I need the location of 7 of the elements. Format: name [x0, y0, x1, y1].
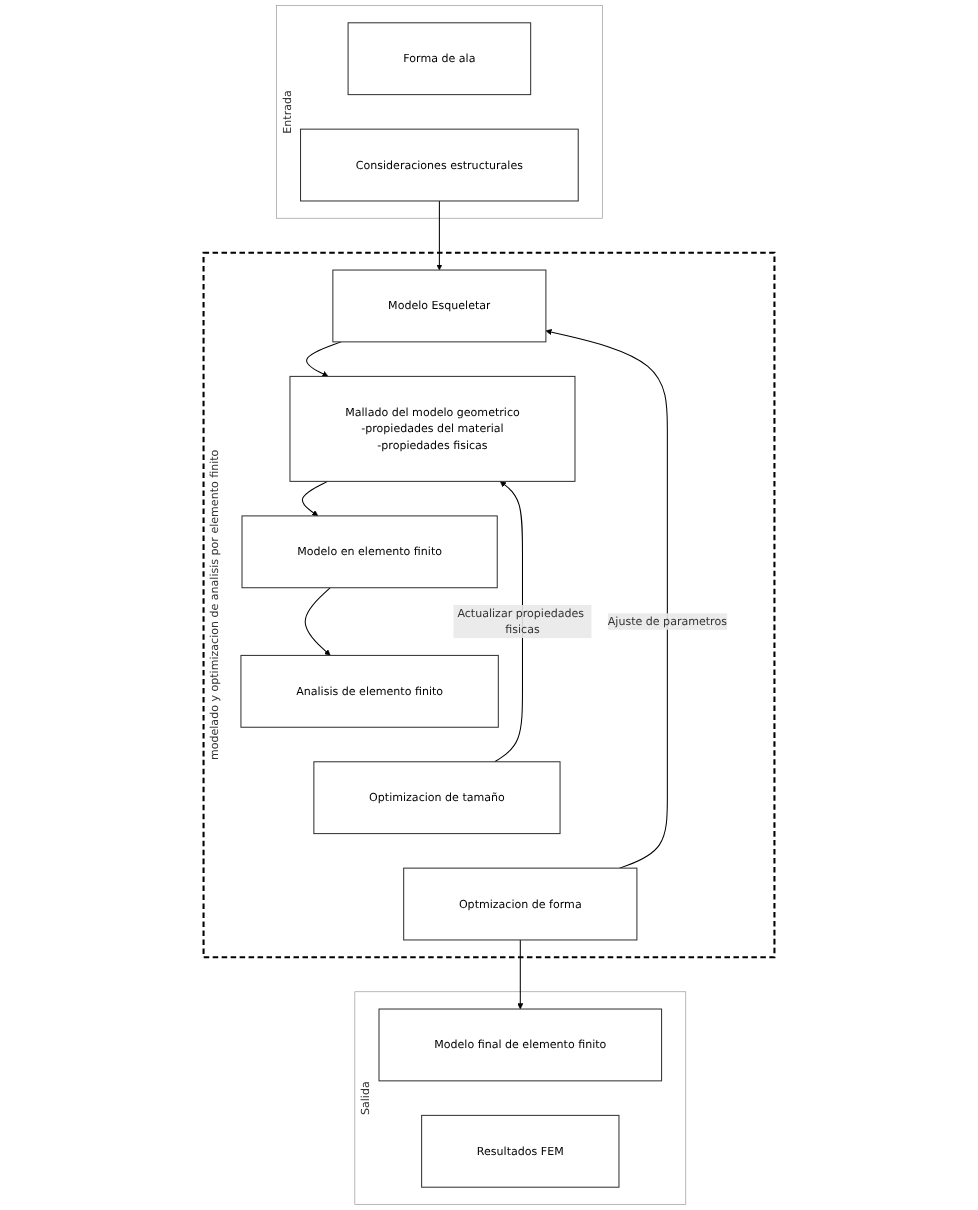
- arrow: [494, 481, 523, 763]
- arrow: [517, 939, 524, 1010]
- arrow: [304, 587, 331, 656]
- arrow: [301, 480, 329, 517]
- arrow: [545, 329, 668, 869]
- arrow: [436, 200, 443, 271]
- arrow: [306, 341, 342, 377]
